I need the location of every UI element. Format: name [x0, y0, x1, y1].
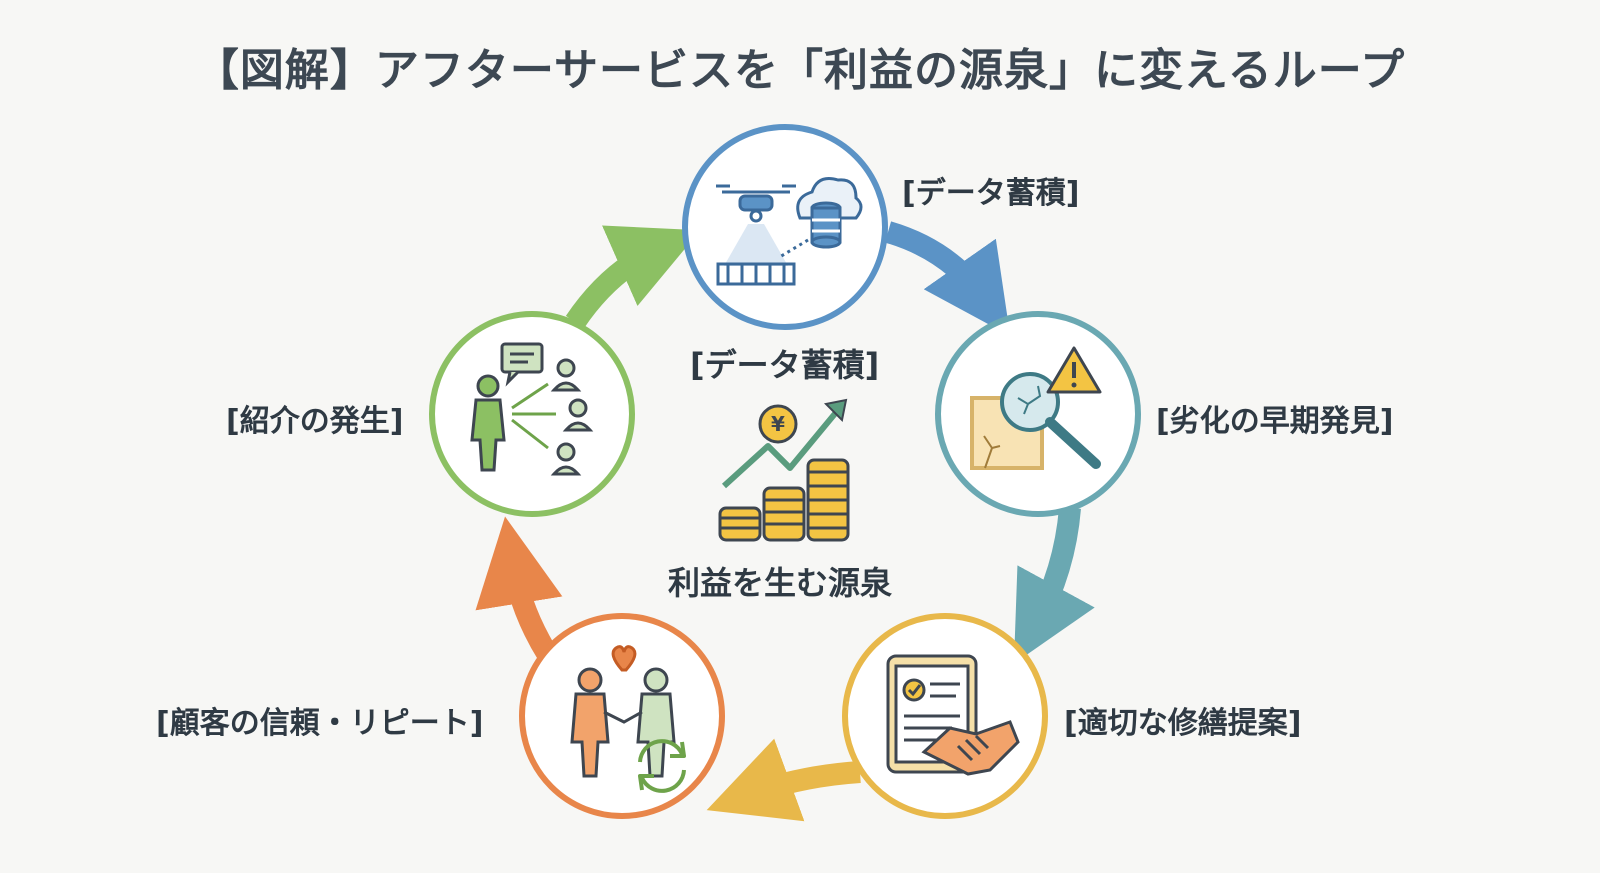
people-group-icon	[511, 358, 594, 476]
node-circle-trust	[519, 613, 725, 819]
handshake-icon	[921, 720, 1020, 776]
center-heading: [データ蓄積]	[690, 346, 880, 384]
arrow-data-to-detect	[884, 221, 1011, 337]
cloud-database-icon	[777, 177, 863, 260]
arrow-trust-to-referral	[475, 516, 563, 661]
two-people-heart-icon	[570, 645, 676, 778]
coin-stacks-icon	[718, 458, 850, 542]
growth-arrow-icon	[721, 398, 848, 489]
page-title: 【図解】アフターサービスを「利益の源泉」に変えるループ	[194, 45, 1406, 96]
refresh-icon	[638, 739, 686, 793]
currency-symbol: ¥	[771, 412, 785, 436]
node-label-trust: [顧客の信頼・リピート]	[156, 706, 484, 741]
node-circle-data	[682, 124, 888, 330]
node-label-propose: [適切な修繕提案]	[1064, 706, 1302, 741]
speech-person-icon	[470, 342, 544, 472]
node-label-detect: [劣化の早期発見]	[1156, 404, 1394, 439]
node-label-referral: [紹介の発生]	[226, 404, 404, 439]
center-caption: 利益を生む源泉	[668, 564, 893, 602]
warning-icon	[1046, 346, 1102, 394]
node-label-data: [データ蓄積]	[902, 176, 1080, 211]
magnifier-crack-icon	[970, 372, 1101, 470]
drone-icon	[716, 184, 796, 286]
arrow-detect-to-propose	[1013, 507, 1095, 664]
arrow-propose-to-trust	[706, 738, 861, 822]
arrow-referral-to-data	[565, 225, 701, 329]
